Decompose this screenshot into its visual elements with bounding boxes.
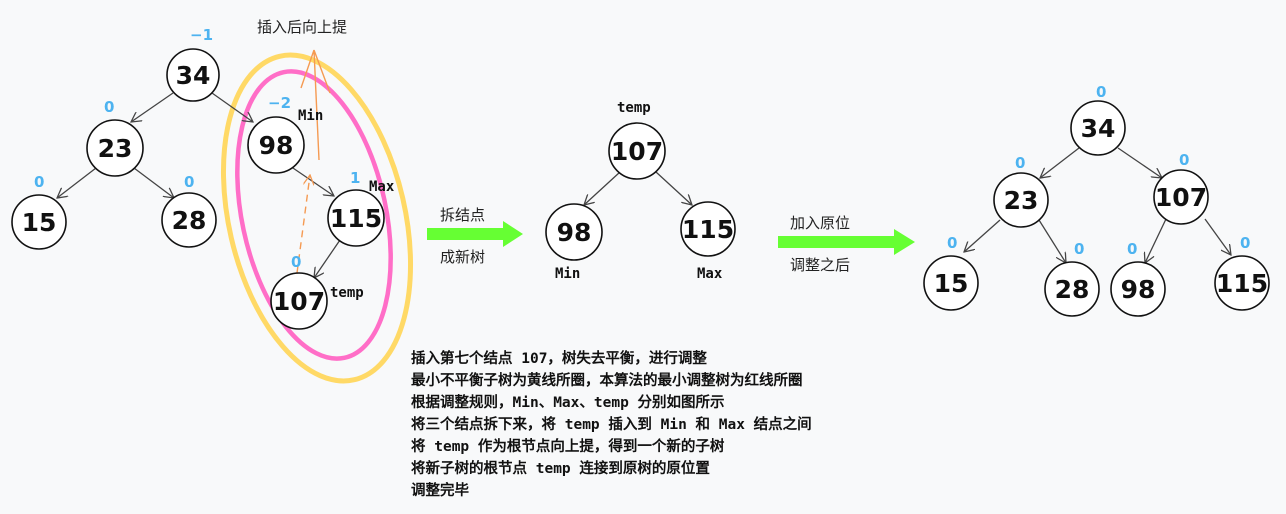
- svg-text:107: 107: [611, 137, 663, 166]
- split-arrow-top-label: 拆结点: [440, 206, 485, 224]
- adjust-subtree-pink-ellipse: [235, 69, 393, 361]
- green-arrow-icon: [427, 221, 523, 247]
- node-115: 115: [680, 201, 736, 257]
- label-temp: temp: [330, 285, 364, 301]
- edge-34-23: [131, 92, 174, 122]
- svg-text:15: 15: [934, 269, 969, 298]
- split-arrow-bottom-label: 成新树: [440, 248, 485, 266]
- svg-text:115: 115: [330, 204, 382, 233]
- balance-23: 0: [1015, 154, 1025, 172]
- node-28: 28: [1044, 261, 1100, 317]
- edge-107-115: [1204, 218, 1231, 255]
- note-line: 调整完毕: [411, 483, 469, 499]
- edge-34-98: [211, 92, 253, 122]
- node-15: 15: [11, 194, 67, 250]
- svg-text:98: 98: [259, 131, 294, 160]
- balance-15: 0: [34, 173, 44, 191]
- rejoin-arrow: 加入原位 调整之后: [778, 214, 915, 274]
- explanation-notes: 插入第七个结点 107，树失去平衡，进行调整 最小不平衡子树为黄线所圈，本算法的…: [411, 348, 1011, 502]
- label-min: Min: [555, 266, 580, 282]
- note-line: 插入第七个结点 107，树失去平衡，进行调整: [411, 351, 707, 367]
- note-line: 根据调整规则，Min、Max、temp 分别如图所示: [411, 395, 725, 411]
- tree-before: 插入后向上提 34 −1 23 0 15 0 28 0 98 −2 Min: [11, 18, 414, 384]
- edge-107-98: [584, 171, 621, 205]
- node-107: 107: [270, 272, 328, 330]
- node-23: 23: [993, 172, 1049, 228]
- edge-34-23: [1040, 147, 1080, 178]
- edge-98-115: [289, 165, 334, 196]
- node-28: 28: [161, 192, 217, 248]
- note-line: 将三个结点拆下来，将 temp 插入到 Min 和 Max 结点之间: [411, 417, 812, 433]
- temp-lift-dashed-arrow: [296, 175, 310, 274]
- svg-text:115: 115: [1216, 269, 1268, 298]
- note-line: 将新子树的根节点 temp 连接到原树的原位置: [411, 461, 710, 477]
- node-98: 98: [545, 203, 603, 261]
- svg-text:107: 107: [1155, 183, 1207, 212]
- edge-115-107: [314, 239, 341, 278]
- balance-23: 0: [104, 98, 114, 116]
- balance-98: −2: [268, 94, 291, 112]
- node-107: 107: [1153, 169, 1209, 225]
- node-115: 115: [327, 189, 385, 247]
- label-max: Max: [697, 266, 723, 282]
- balance-28: 0: [184, 173, 194, 191]
- balance-15: 0: [947, 234, 957, 252]
- svg-text:28: 28: [172, 206, 207, 235]
- label-max: Max: [369, 179, 395, 195]
- node-98: 98: [247, 116, 305, 174]
- tree-after: 34 0 23 0 107 0 15 0 28 0 98 0 1: [923, 83, 1270, 317]
- svg-text:34: 34: [1081, 114, 1116, 143]
- svg-text:15: 15: [22, 208, 57, 237]
- insert-lift-annotation: 插入后向上提: [257, 18, 347, 36]
- balance-107: 0: [291, 253, 301, 271]
- svg-text:23: 23: [1004, 186, 1039, 215]
- green-arrow-icon: [778, 229, 915, 255]
- tree-new-subtree: temp 107 98 Min 115 Max: [545, 100, 736, 282]
- node-23: 23: [86, 119, 144, 177]
- node-107: 107: [608, 122, 666, 180]
- edge-34-107: [1117, 147, 1162, 178]
- svg-text:98: 98: [557, 218, 592, 247]
- svg-text:98: 98: [1121, 275, 1156, 304]
- balance-28: 0: [1074, 240, 1084, 258]
- min-unbalanced-subtree-yellow-ellipse: [220, 52, 414, 384]
- insert-lift-arrow-lines: [300, 49, 331, 161]
- svg-text:34: 34: [176, 61, 211, 90]
- label-temp: temp: [617, 100, 651, 116]
- edge-23-15: [964, 219, 1001, 252]
- rejoin-arrow-top-label: 加入原位: [790, 214, 850, 232]
- node-34: 34: [1070, 100, 1126, 156]
- edge-107-98: [1145, 218, 1167, 263]
- rejoin-arrow-bottom-label: 调整之后: [790, 256, 850, 274]
- note-line: 将 temp 作为根节点向上提，得到一个新的子树: [411, 439, 725, 455]
- edge-23-15: [57, 167, 97, 198]
- split-arrow: 拆结点 成新树: [427, 206, 523, 266]
- note-line: 最小不平衡子树为黄线所圈，本算法的最小调整树为红线所圈: [411, 373, 803, 389]
- balance-107: 0: [1179, 151, 1189, 169]
- balance-115: 1: [350, 169, 360, 187]
- svg-text:23: 23: [98, 134, 133, 163]
- svg-text:28: 28: [1055, 275, 1090, 304]
- edge-23-28: [1038, 219, 1066, 263]
- balance-98: 0: [1127, 240, 1137, 258]
- balance-115: 0: [1240, 234, 1250, 252]
- edge-23-28: [133, 167, 174, 198]
- node-15: 15: [923, 255, 979, 311]
- label-min: Min: [298, 108, 323, 124]
- balance-34: 0: [1096, 83, 1106, 101]
- node-115: 115: [1214, 255, 1270, 311]
- svg-text:115: 115: [682, 215, 734, 244]
- node-34: 34: [166, 48, 220, 102]
- balance-34: −1: [190, 26, 213, 44]
- edge-107-115: [655, 171, 692, 205]
- svg-text:107: 107: [273, 287, 325, 316]
- node-98: 98: [1110, 261, 1166, 317]
